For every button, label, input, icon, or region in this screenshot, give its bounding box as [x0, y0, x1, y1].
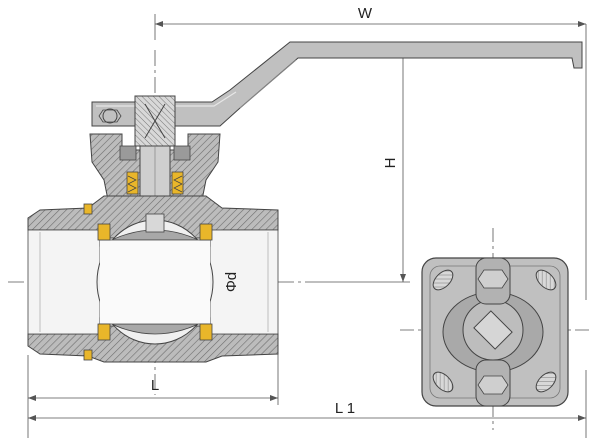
ball	[96, 213, 214, 345]
mounting-flange-icon	[421, 257, 569, 407]
stem-seals	[126, 171, 184, 195]
length-label: L	[151, 377, 159, 394]
ball-seats	[83, 203, 213, 361]
overall-length-label: L 1	[335, 400, 355, 417]
height-label: H	[382, 158, 399, 169]
width-label: W	[358, 5, 373, 22]
bore-diameter-label: Φd	[223, 272, 240, 292]
